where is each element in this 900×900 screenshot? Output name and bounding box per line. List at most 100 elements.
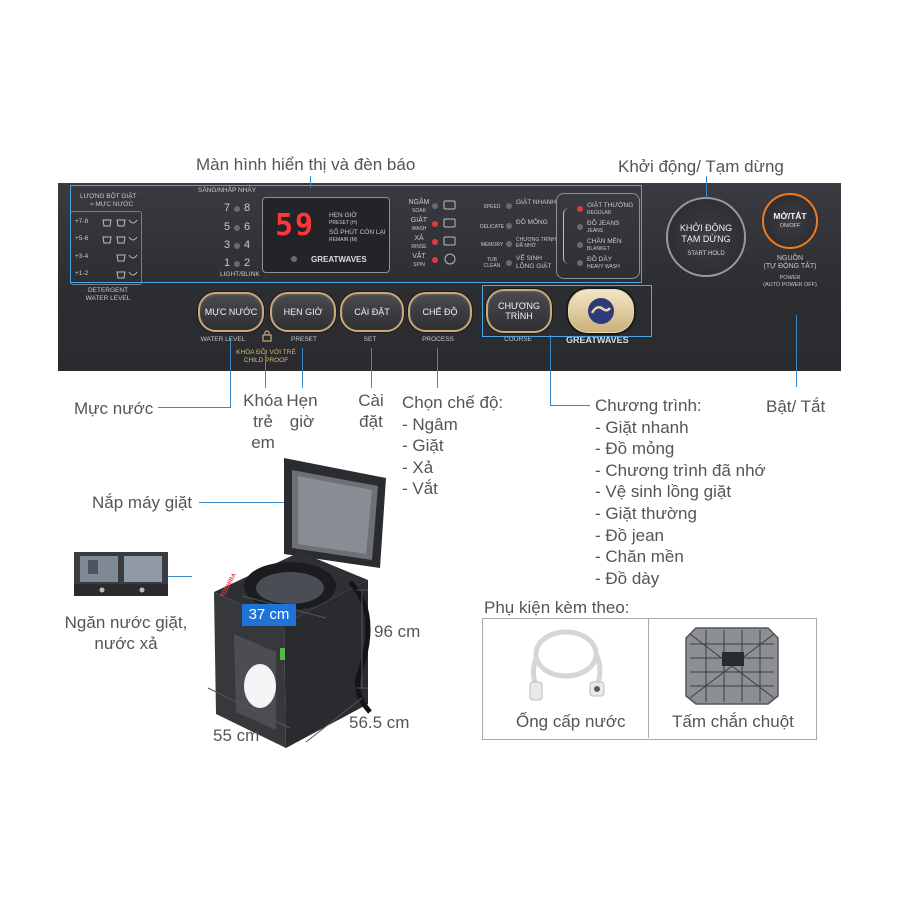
mode-list-item: - Ngâm [402, 414, 458, 434]
detergent-drawer-annotation-line: Ngăn nước giặt, [64, 613, 188, 632]
course-label: ĐỒ JEANS [587, 220, 620, 227]
light-blink-title: SÁNG/NHẤP NHÁY [198, 187, 257, 194]
lid-annotation: Nắp máy giặt [92, 493, 193, 512]
light-blink-footer: LIGHT/BLINK [220, 271, 260, 278]
course-label-en: BLANKET [587, 246, 610, 252]
callout-line [550, 405, 590, 406]
course-label: CHĂN MỀN [587, 238, 622, 245]
water-level-annotation: Mực nước [74, 399, 154, 418]
callout-line [706, 176, 707, 198]
power-label: MỞ/TẮT [773, 211, 807, 221]
course-label-en: DELICATE [479, 224, 505, 230]
start-pause-label: KHỞI ĐỘNG TẠM DỪNG [679, 223, 733, 244]
set-button[interactable]: CÀI ĐẶT [340, 292, 404, 332]
greatwaves-caption: GREATWAVES [566, 335, 629, 345]
program-list-item: - Giặt nhanh [595, 417, 689, 437]
width-dimension-label: 55 cm [213, 726, 260, 745]
process-label-en: RINSE [411, 244, 427, 250]
course-button[interactable]: CHƯƠNG TRÌNH [486, 289, 552, 333]
process-label-en: SPIN [413, 262, 425, 268]
program-list-title: Chương trình: [595, 396, 702, 415]
callout-line [265, 354, 266, 388]
process-led [432, 221, 438, 227]
program-list-item: - Đồ jean [595, 525, 664, 545]
water-level-led [234, 261, 240, 267]
detergent-subtitle: ≈ MỰC NƯỚC [90, 201, 134, 208]
power-caption: POWER [779, 275, 801, 281]
callout-line [310, 176, 311, 188]
process-icons [443, 200, 456, 265]
display-annotation: Màn hình hiển thị và đèn báo [196, 155, 416, 174]
water-level-number: 6 [244, 221, 251, 233]
greatwaves-button[interactable] [568, 289, 634, 333]
detergent-drawer-annotation-line: nước xả [94, 634, 158, 653]
process-label-en: SOAK [412, 208, 426, 214]
course-led [506, 260, 512, 266]
preset-caption: PRESET [290, 336, 317, 343]
process-label: GIẶT [410, 217, 428, 224]
water-level-number: 5 [224, 221, 231, 233]
course-led [577, 242, 583, 248]
detergent-title: LƯỢNG BỘT GIẶT [80, 193, 137, 200]
accessories-divider [648, 618, 649, 738]
course-label-en: MEMORY [480, 242, 504, 248]
program-list-item: - Chăn mền [595, 547, 684, 567]
power-button[interactable]: MỞ/TẮT ON/OFF [762, 193, 818, 249]
course-highlight-frame [482, 285, 652, 337]
power-label-en: ON/OFF [779, 223, 801, 229]
accessories-title: Phụ kiện kèm theo: [484, 598, 630, 617]
course-bracket [563, 208, 572, 264]
water-level-button[interactable]: MỰC NƯỚC [198, 292, 264, 332]
callout-line [302, 348, 303, 388]
detergent-level: +7-8 [75, 218, 89, 225]
program-list-item: - Đồ dày [595, 568, 660, 588]
process-button[interactable]: CHẾ ĐỘ [408, 292, 472, 332]
detergent-cup-icon [102, 219, 138, 279]
program-list: Chương trình: - Giặt nhanh - Đồ mỏng - C… [595, 395, 766, 589]
process-label: VẮT [412, 253, 426, 260]
detergent-footer: DETERGENT [87, 287, 129, 294]
program-list-item: - Vệ sinh lồng giặt [595, 482, 732, 502]
child-lock-annotation-line: em [251, 433, 275, 452]
process-label: NGÂM [408, 199, 430, 206]
water-level-number: 8 [244, 202, 251, 214]
preset-annotation-line: giờ [289, 412, 315, 431]
water-level-number: 2 [244, 257, 251, 269]
child-lock-annotation: Khóa trẻ em [240, 390, 286, 453]
course-led [506, 203, 512, 209]
process-label: XẢ [414, 235, 424, 242]
callout-line [371, 348, 372, 388]
detergent-drawer-image [74, 552, 168, 596]
preset-button[interactable]: HẸN GIỜ [270, 292, 336, 332]
child-lock-caption: KHÓA ĐỒI VỚI TRẺ [236, 349, 296, 356]
digital-display: 59 HẸN GIỜ PRESET (H) SỐ PHÚT CÒN LẠI RE… [262, 197, 390, 273]
callout-line [230, 338, 231, 408]
accessory-label: Ống cấp nước [516, 712, 626, 731]
process-led [432, 239, 438, 245]
water-level-caption: WATER LEVEL [200, 336, 246, 343]
water-level-led [234, 206, 240, 212]
start-pause-button[interactable]: KHỞI ĐỘNG TẠM DỪNG START HOLD [666, 197, 746, 277]
course-label-en: REGULAR [587, 210, 612, 216]
course-label-en: HEAVY WASH [587, 264, 620, 270]
display-highlight-frame [70, 185, 642, 283]
mode-list-item: - Giặt [402, 436, 444, 456]
detergent-level: +5-6 [75, 235, 89, 242]
course-label: ĐỒ MỎNG [516, 219, 548, 226]
power-annotation: Bật/ Tắt [766, 397, 826, 416]
control-panel: LƯỢNG BỘT GIẶT ≈ MỰC NƯỚC +7-8 +5-6 +3-4… [58, 183, 841, 371]
course-label-en: TUB CLEAN [483, 257, 501, 269]
course-label: VỆ SINH LỒNG GIẶT [516, 255, 552, 270]
callout-line [796, 315, 797, 387]
mode-list-item: - Vắt [402, 479, 438, 499]
accessory-label: Tấm chắn chuột [672, 712, 794, 731]
display-label: PRESET (H) [329, 220, 358, 226]
process-caption: PROCESS [422, 336, 454, 343]
callout-line [550, 335, 551, 406]
child-lock-annotation-line: trẻ [253, 412, 273, 431]
water-level-number: 3 [224, 239, 231, 251]
course-label-en: SPEED [483, 204, 501, 210]
program-list-item: - Giặt thường [595, 503, 697, 523]
water-hose-image [529, 629, 605, 701]
accessories-box [482, 618, 817, 740]
